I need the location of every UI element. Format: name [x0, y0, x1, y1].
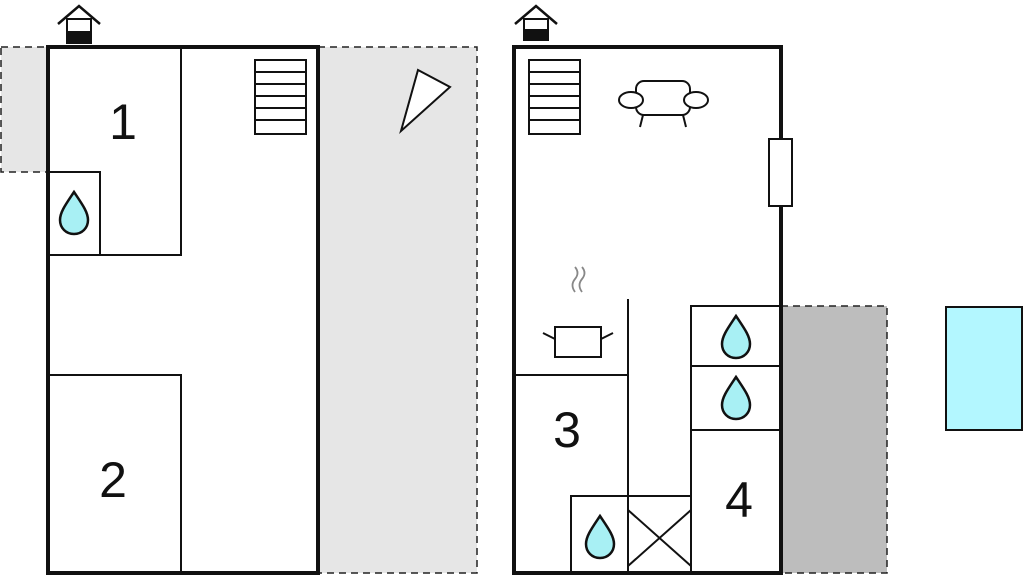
bathroom-lower	[690, 365, 782, 431]
room-number-2: 2	[99, 452, 127, 508]
room-number-4: 4	[725, 472, 753, 528]
right-floor: 3 4	[512, 4, 888, 575]
terrace-area-right	[317, 46, 478, 574]
house-entrance-icon	[514, 4, 558, 41]
pool-icon	[945, 306, 1023, 431]
stairs-icon	[528, 59, 581, 135]
stairs-icon	[254, 59, 307, 135]
triangle-lamp-icon	[399, 68, 452, 135]
crossed-box-icon	[627, 495, 692, 574]
bathroom-closet	[47, 171, 101, 256]
window-icon	[768, 138, 793, 207]
left-floor: 1 2	[0, 4, 478, 575]
room-number-1: 1	[109, 94, 137, 150]
sofa-icon	[618, 80, 709, 128]
room-2-walls	[48, 374, 182, 573]
room-number-3: 3	[553, 402, 581, 458]
cooking-pot-icon	[542, 266, 614, 358]
terrace-area-dark	[780, 305, 888, 574]
terrace-area-left-small	[0, 46, 49, 173]
house-entrance-icon	[57, 4, 101, 44]
